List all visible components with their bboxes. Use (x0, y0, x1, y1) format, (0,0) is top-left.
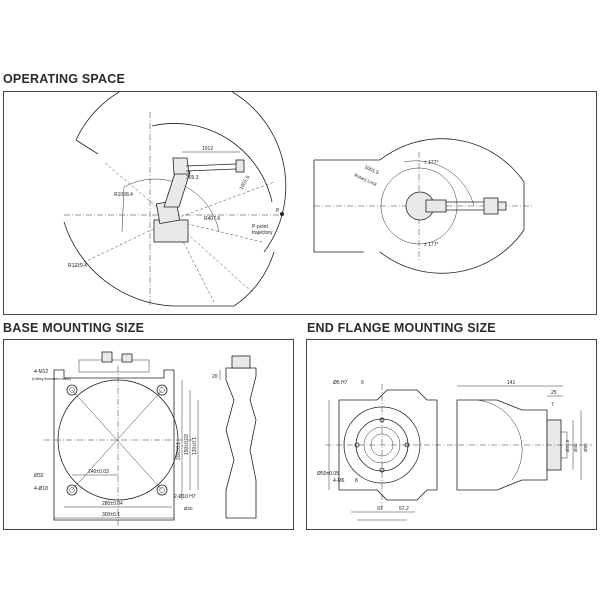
flange-pcd: Ø50±0.05 (317, 471, 339, 477)
lbl-dim-bottom-inner: 280±0.04 (102, 501, 123, 507)
base-mounting-panel: 4-M12 (Lifting threaded holes) Ø32 4-Ø18… (3, 339, 294, 530)
lbl-top-holes: 4-M12 (34, 369, 48, 375)
p-point-label-line2: trajectory (252, 230, 273, 236)
dim-arm-top: 1012 (202, 146, 213, 152)
flange-side-view (456, 399, 548, 491)
dim-arm-mid: 369.3 (186, 175, 199, 181)
dim-reach: 1001.5 (239, 175, 252, 191)
base-outline (53, 369, 175, 521)
operating-space-panel: 1012 369.3 1001.5 R1038.4 R1219.4 R407.6… (3, 91, 597, 315)
flange-side-top: 141 (507, 380, 516, 386)
dim-center: R407.6 (204, 216, 220, 222)
end-flange-drawing: Ø5 H7 6 Ø50±0.05 4-M6 8 37 57.2 141 25 Ø… (317, 380, 592, 521)
section-title-base-mounting: BASE MOUNTING SIZE (3, 321, 145, 335)
angle-bottom: ± 177° (424, 242, 438, 248)
lbl-dim-right-a: 200±0.1 (176, 442, 182, 460)
flange-body (338, 389, 438, 501)
p-point-label: P-point trajectory (252, 224, 273, 236)
lbl-pin-right: 2-Ø10 H7 (174, 494, 196, 500)
base-side-view (225, 367, 257, 519)
flange-dim-b: 57.2 (399, 506, 409, 512)
top-view-workspace: ± 177° ± 177° 1001.5 Rotary Limit (313, 138, 534, 274)
flange-side-d: 7 (551, 402, 554, 408)
angle-top: ± 177° (424, 160, 438, 166)
section-title-end-flange: END FLANGE MOUNTING SIZE (307, 321, 496, 335)
p-point-label-line1: P-point (252, 224, 268, 230)
dim-left-a: R1038.4 (114, 192, 133, 198)
end-flange-panel: Ø5 H7 6 Ø50±0.05 4-M6 8 37 57.2 141 25 Ø… (306, 339, 597, 530)
side-view-workspace: 1012 369.3 1001.5 R1038.4 R1219.4 R407.6… (63, 92, 287, 307)
lbl-dim-right-c: 130±0.1 (192, 437, 198, 455)
p-point-marker (280, 212, 284, 216)
flange-thread: 4-M6 (333, 478, 345, 484)
lbl-dim-bottom-outer: 300±0.1 (102, 512, 120, 518)
flange-side-small: 25 (551, 390, 557, 396)
flange-dim-a: 37 (377, 506, 383, 512)
lbl-dim-right-b: 150±0.03 (184, 434, 190, 455)
dim-left-b: R1219.4 (68, 263, 87, 269)
flange-side-b: Ø40 (573, 443, 578, 452)
section-title-operating-space: OPERATING SPACE (3, 72, 125, 86)
lbl-side-top: 20 (212, 374, 218, 380)
lbl-top-holes-note: (Lifting threaded holes) (32, 377, 72, 381)
base-mounting-drawing: 4-M12 (Lifting threaded holes) Ø32 4-Ø18… (32, 351, 257, 528)
flange-thread-depth: 8 (355, 478, 358, 484)
flange-pin: Ø5 H7 (333, 380, 348, 386)
p-point-letter: P (276, 208, 280, 214)
flange-side-c: Ø80 (583, 443, 588, 452)
operating-space-drawing: 1012 369.3 1001.5 R1038.4 R1219.4 R407.6… (63, 92, 534, 307)
top-reach: 1001.5 (363, 164, 380, 176)
flange-side-a: Ø31.5 (565, 439, 570, 452)
lbl-pin-depth: Ø20 (184, 506, 193, 511)
lbl-dim-inner: 140±0.03 (88, 469, 109, 475)
flange-depth: 6 (361, 380, 364, 386)
lbl-hole-left: Ø32 (34, 473, 44, 479)
lbl-bottom-pin: 4-Ø18 (34, 486, 48, 492)
